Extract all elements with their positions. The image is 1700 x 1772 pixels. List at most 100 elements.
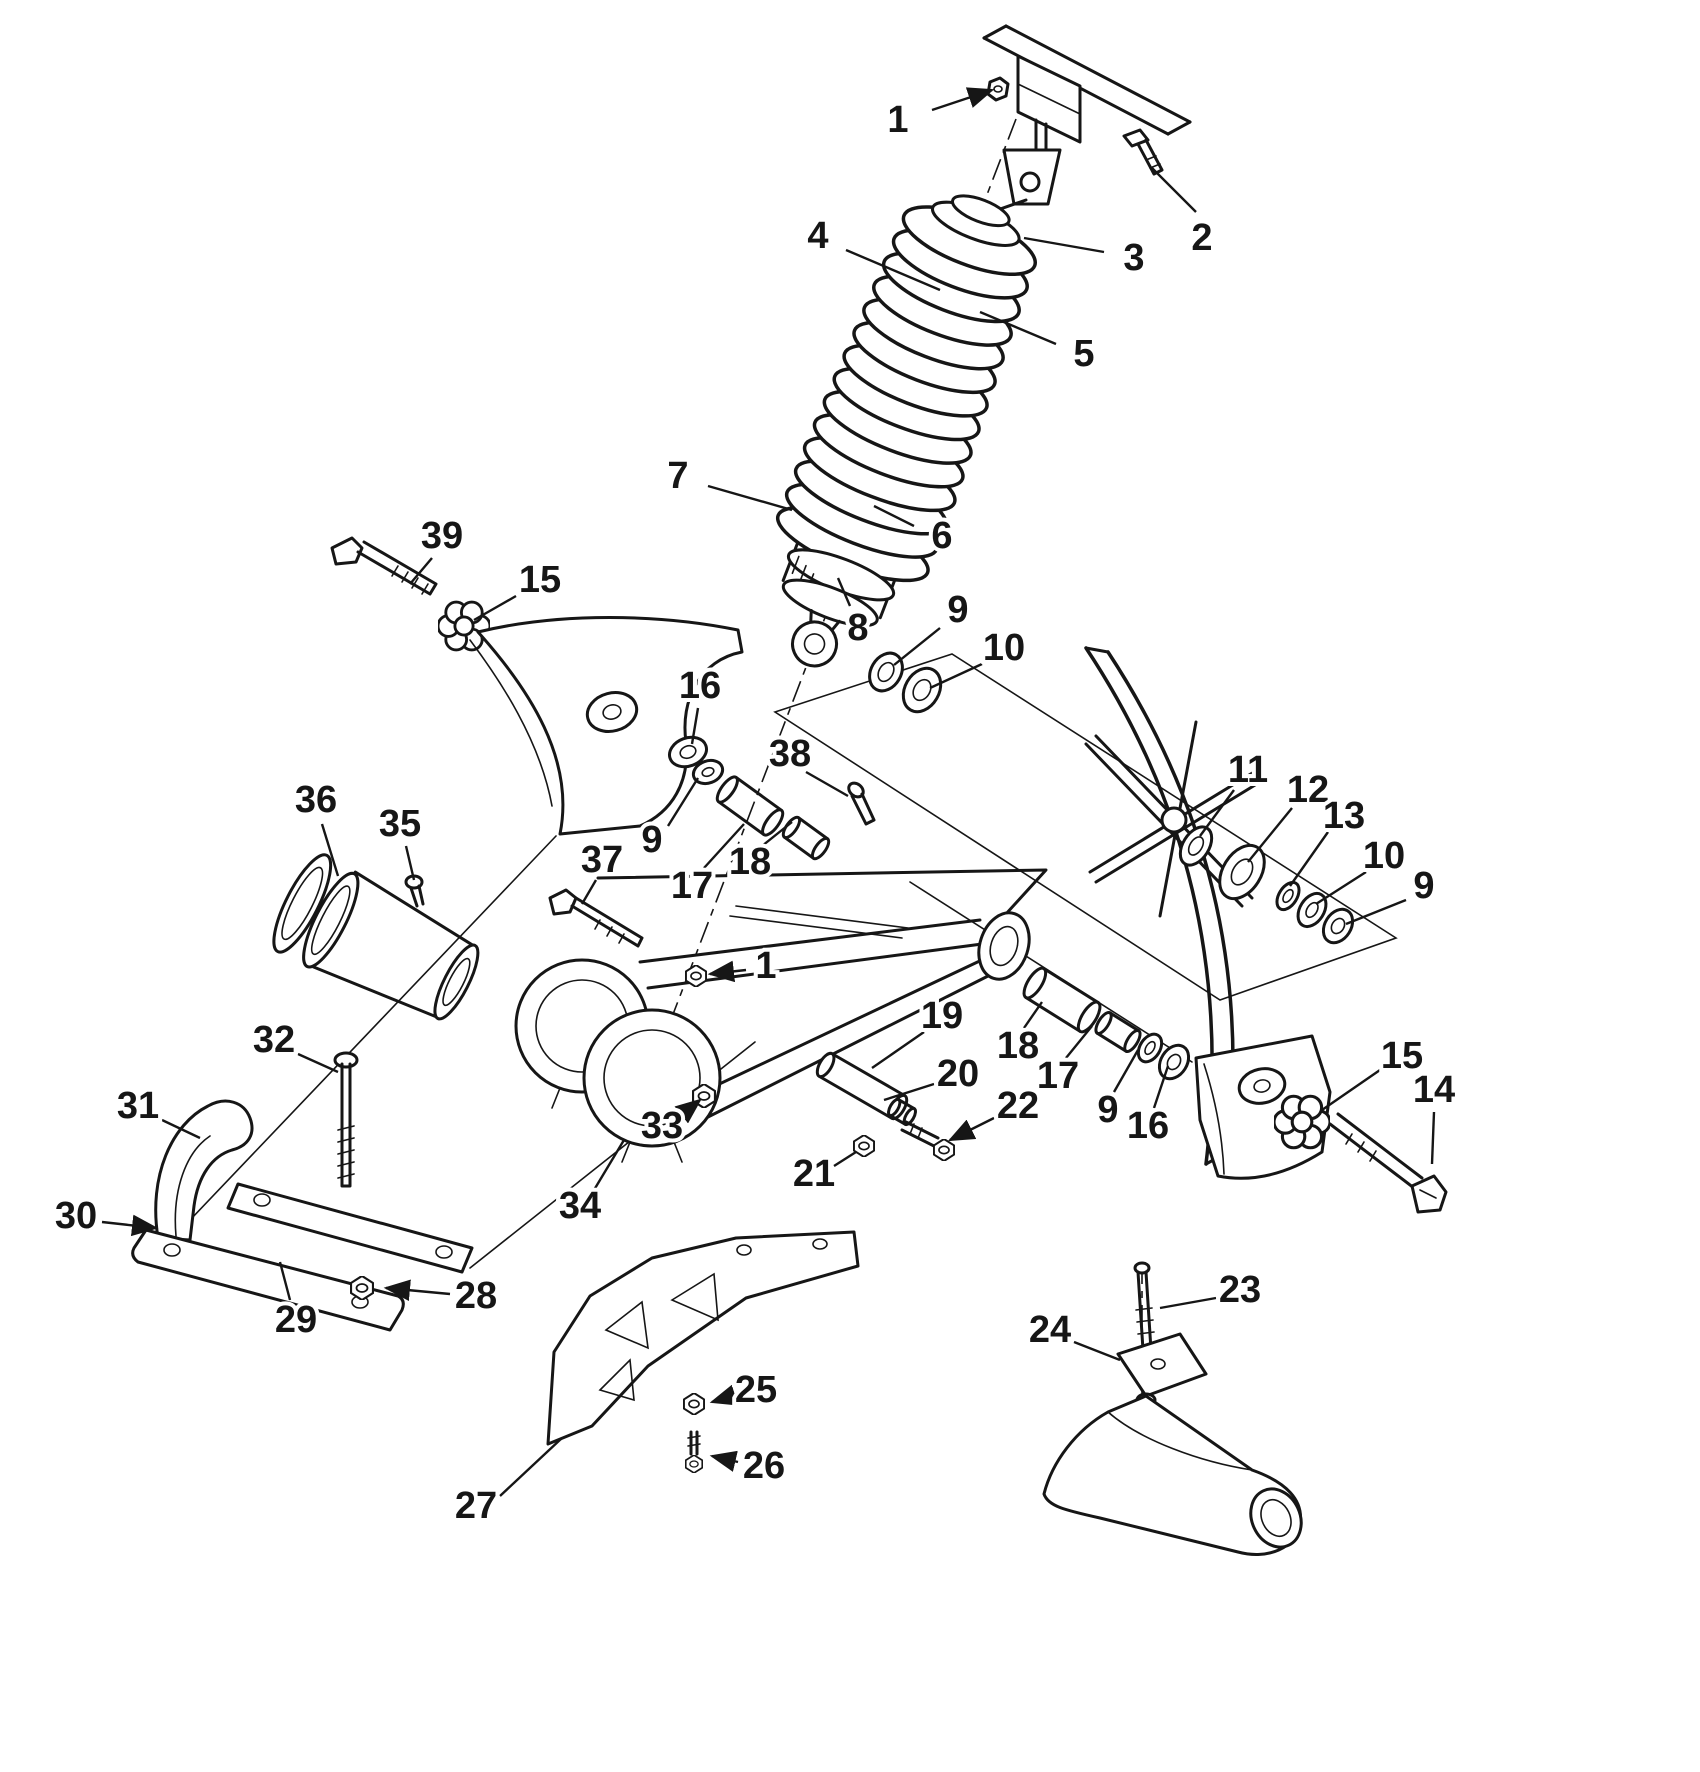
- callout-label-10b: 10: [1363, 835, 1405, 877]
- spindle-star: [1084, 720, 1262, 918]
- callout-leader-10b: [1315, 870, 1367, 906]
- callout-label-8: 8: [847, 607, 868, 649]
- coil-spring: [775, 205, 1038, 583]
- callout-leader-18b: [1023, 1001, 1043, 1029]
- callout-label-9a: 9: [947, 589, 968, 631]
- callout-leader-16a: [690, 707, 700, 745]
- callout-label-37: 37: [581, 839, 623, 881]
- callout-label-9b: 9: [1413, 865, 1434, 907]
- callout-label-15a: 15: [519, 559, 561, 601]
- callout-label-25: 25: [735, 1369, 777, 1411]
- link-cluster: [815, 1051, 955, 1161]
- callout-label-6: 6: [931, 515, 952, 557]
- callout-label-34: 34: [559, 1185, 601, 1227]
- callout-label-7: 7: [667, 455, 688, 497]
- callout-label-21: 21: [793, 1153, 835, 1195]
- callout-leader-20: [883, 1082, 935, 1102]
- callout-leader-18a: [761, 821, 793, 847]
- nut-1-lower: [685, 965, 707, 987]
- callout-leader-33: [674, 1098, 702, 1124]
- callout-label-12: 12: [1287, 769, 1329, 811]
- callout-label-31: 31: [117, 1085, 159, 1127]
- callout-leader-2: [1151, 167, 1197, 213]
- bolt-22: [900, 1120, 955, 1161]
- bolt-14: [1328, 1112, 1448, 1214]
- callout-label-22: 22: [997, 1085, 1039, 1127]
- pin-38: [847, 781, 876, 826]
- callout-leader-24: [1073, 1340, 1121, 1362]
- callout-leader-31: [161, 1118, 201, 1140]
- callout-label-1a: 1: [887, 99, 908, 141]
- callout-leader-25: [709, 1384, 739, 1406]
- callout-leader-19: [871, 1031, 925, 1069]
- callout-label-32: 32: [253, 1019, 295, 1061]
- idler-arm-assembly: [1042, 1261, 1303, 1556]
- callout-leader-16b: [1152, 1065, 1170, 1109]
- callout-label-1b: 1: [755, 945, 776, 987]
- callout-leader-30: [101, 1214, 159, 1237]
- callout-leader-1b: [707, 960, 747, 983]
- callout-leader-37: [580, 879, 598, 905]
- callout-label-10a: 10: [983, 627, 1025, 669]
- callout-leader-23: [1159, 1296, 1217, 1310]
- callout-label-29: 29: [275, 1299, 317, 1341]
- callout-label-16b: 16: [1127, 1105, 1169, 1147]
- callout-leader-9a: [893, 627, 941, 666]
- bolt-37: [548, 888, 644, 948]
- skid-frame: [131, 1051, 474, 1332]
- bolt-35: [404, 874, 425, 908]
- callout-leader-36: [320, 823, 340, 877]
- callout-label-16a: 16: [679, 665, 721, 707]
- callout-label-26: 26: [743, 1445, 785, 1487]
- callout-leader-35: [404, 845, 416, 881]
- nut-28: [350, 1276, 374, 1300]
- upper-bracket-plate: [469, 616, 744, 836]
- callout-label-9d: 9: [1097, 1089, 1118, 1131]
- hook-bracket-31: [154, 1099, 254, 1242]
- callout-leader-9b: [1345, 898, 1407, 926]
- callout-leader-14: [1430, 1111, 1436, 1165]
- callout-label-20: 20: [937, 1053, 979, 1095]
- callout-leader-38: [805, 770, 849, 798]
- nut-21: [853, 1135, 875, 1157]
- callout-label-4: 4: [807, 215, 828, 257]
- rail-29: [226, 1182, 474, 1274]
- nut-1-top: [986, 76, 1010, 102]
- callout-leader-28: [383, 1279, 451, 1301]
- callout-label-27: 27: [455, 1485, 497, 1527]
- callout-leader-15b: [1321, 1069, 1381, 1111]
- bolt-26: [685, 1430, 703, 1473]
- callout-label-11: 11: [1228, 749, 1268, 791]
- callout-leader-34: [592, 1139, 626, 1191]
- callout-label-17a: 17: [671, 865, 713, 907]
- callout-leader-22: [947, 1116, 995, 1142]
- adjuster-knob-right: [1274, 1094, 1330, 1150]
- callout-label-30: 30: [55, 1195, 97, 1237]
- callout-leader-15a: [473, 594, 517, 622]
- callout-label-28: 28: [455, 1275, 497, 1317]
- callout-leader-10a: [929, 662, 983, 690]
- bolt-2: [1122, 128, 1164, 176]
- callout-label-19: 19: [921, 995, 963, 1037]
- mount-bracket-right: [1194, 1034, 1448, 1214]
- callout-leader-9d: [1112, 1049, 1140, 1093]
- callout-label-2: 2: [1191, 217, 1212, 259]
- callout-label-38: 38: [769, 733, 811, 775]
- callout-label-24: 24: [1029, 1309, 1071, 1351]
- washer-stack-left: [668, 735, 725, 786]
- callout-label-13: 13: [1323, 795, 1365, 837]
- callout-label-39: 39: [421, 515, 463, 557]
- callout-leader-17b: [1065, 1025, 1093, 1059]
- callout-label-17b: 17: [1037, 1055, 1079, 1097]
- callout-leader-11: [1199, 789, 1235, 837]
- callout-leader-27: [499, 1437, 563, 1497]
- pivot-bolt-39: [330, 536, 438, 596]
- callout-leader-7: [707, 484, 793, 512]
- callout-leader-39: [409, 557, 433, 585]
- bushing-20: [887, 1097, 917, 1127]
- bushing-set-left: [715, 775, 876, 861]
- upper-mount-assembly: [982, 24, 1192, 216]
- bolt-32: [333, 1051, 359, 1188]
- callout-label-18a: 18: [729, 841, 771, 883]
- axle-tube-36: [272, 853, 480, 1021]
